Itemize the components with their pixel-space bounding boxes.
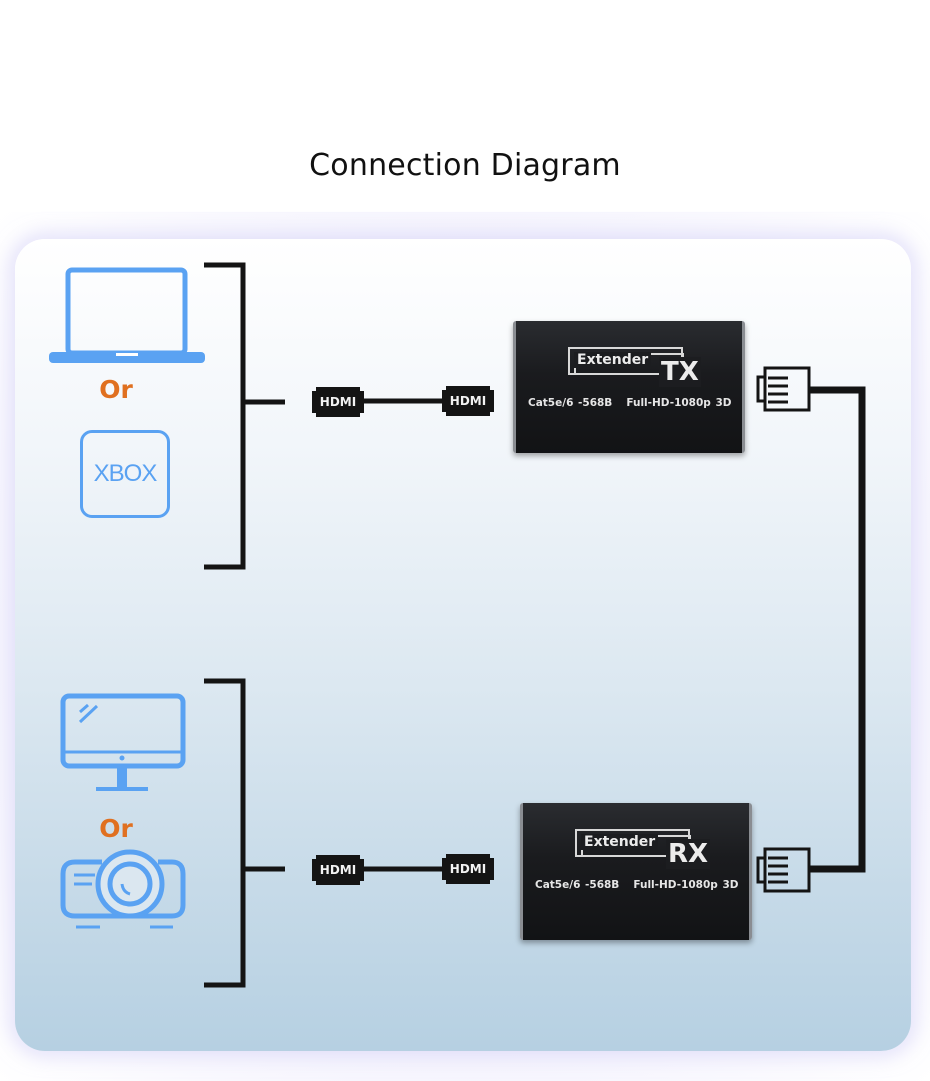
hdmi-plug-rx: HDMI [442, 854, 494, 884]
xbox-icon: XBOX [80, 430, 170, 518]
diagram-title: Connection Diagram [309, 148, 621, 183]
hdmi-plug-tx: HDMI [442, 386, 494, 416]
projector-icon [60, 849, 186, 929]
rx-spec-cable: Cat5e/6 -568B [535, 879, 620, 891]
monitor-icon [60, 693, 186, 791]
rj45-icon-rx [756, 847, 811, 893]
xbox-label: XBOX [93, 460, 158, 487]
transmitter-device: Extender TX Cat5e/6 -568B Full-HD-1080p 3… [513, 321, 745, 453]
rx-code: RX [666, 839, 711, 869]
rj45-icon-tx [756, 366, 811, 412]
tx-spec-cable: Cat5e/6 -568B [528, 397, 613, 409]
or-label-display: Or [99, 814, 133, 843]
network-cable [808, 386, 866, 873]
tx-code: TX [659, 357, 701, 387]
tx-brand: Extender [574, 352, 652, 368]
source-bracket [204, 262, 285, 570]
tx-spec-video: Full-HD-1080p 3D [626, 397, 732, 409]
rx-specs: Cat5e/6 -568B Full-HD-1080p 3D [535, 879, 738, 891]
receiver-device: Extender RX Cat5e/6 -568B Full-HD-1080p 3… [520, 803, 752, 940]
tx-specs: Cat5e/6 -568B Full-HD-1080p 3D [528, 397, 731, 409]
rx-spec-video: Full-HD-1080p 3D [633, 879, 739, 891]
or-label-source: Or [99, 375, 133, 404]
rx-brand: Extender [581, 834, 659, 850]
hdmi-plug-display: HDMI [312, 855, 364, 885]
hdmi-plug-source: HDMI [312, 387, 364, 417]
display-bracket [204, 678, 285, 988]
laptop-icon [49, 267, 205, 363]
